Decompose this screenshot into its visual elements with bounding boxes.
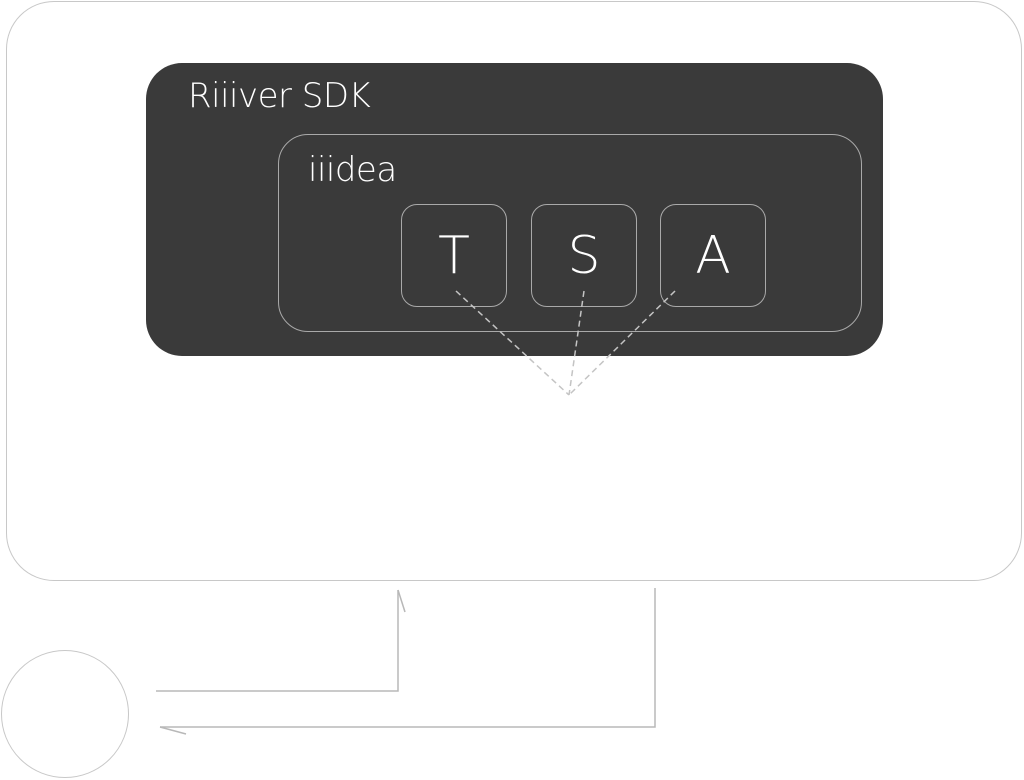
arrow-to-device — [156, 590, 399, 692]
iiidea-label: iiidea — [308, 150, 397, 190]
piece-trigger: T — [401, 204, 507, 307]
arrow-to-user — [160, 588, 656, 728]
piece-action: A — [660, 204, 766, 307]
sdk-label: Riiiver SDK — [188, 76, 371, 116]
arrow-to-device-head — [397, 589, 406, 613]
arrow-to-user-head — [159, 726, 187, 735]
user-circle — [1, 650, 129, 778]
piece-service: S — [531, 204, 637, 307]
